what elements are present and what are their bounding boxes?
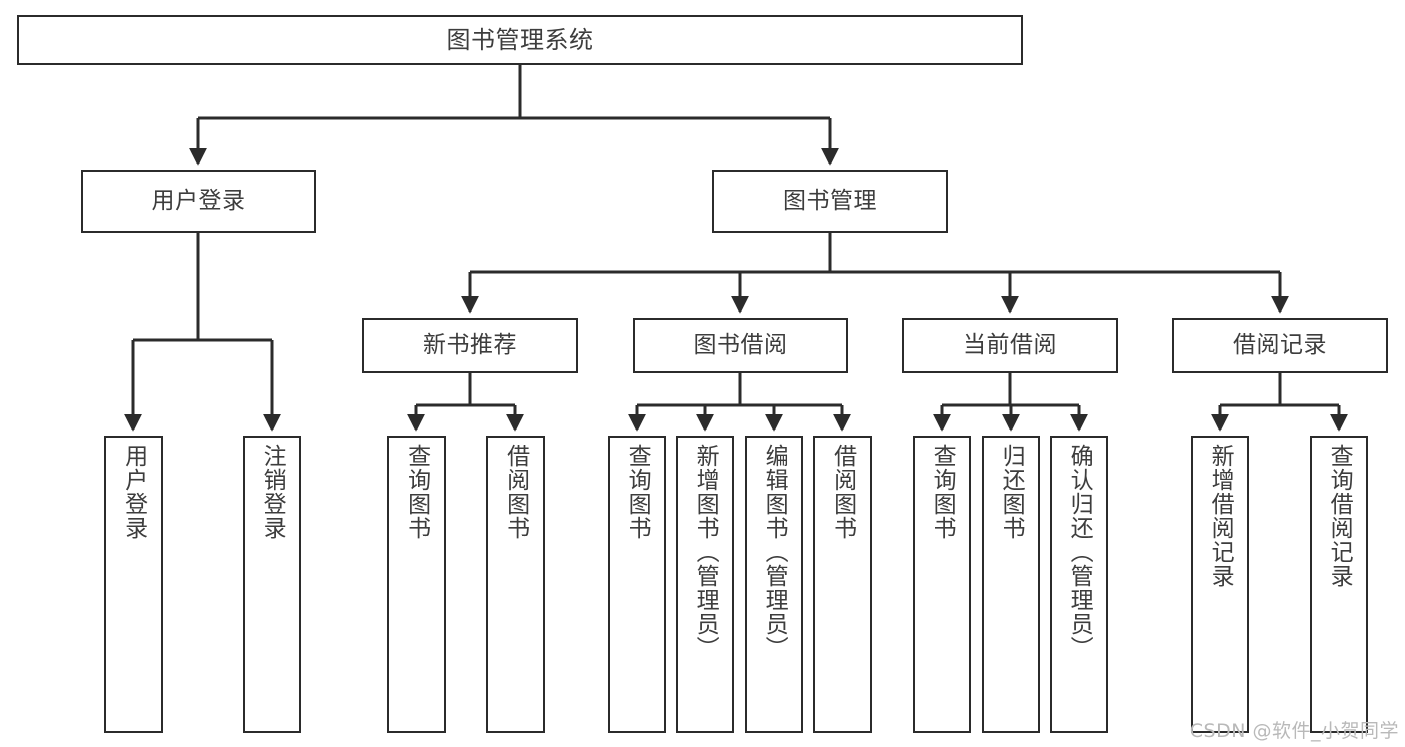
node-leaf-query-book-borrow-label: 查询图书 — [624, 444, 651, 540]
node-leaf-edit-book-admin-label: 编辑图书（管理员） — [761, 444, 788, 660]
watermark-text: CSDN @软件_小贺同学 — [1189, 720, 1399, 742]
node-leaf-user-login[interactable]: 用户登录 — [104, 436, 163, 733]
node-root[interactable]: 图书管理系统 — [17, 15, 1023, 65]
node-leaf-query-book-rec[interactable]: 查询图书 — [387, 436, 446, 733]
node-leaf-add-borrow-record-label: 新增借阅记录 — [1207, 444, 1234, 588]
node-leaf-user-logout[interactable]: 注销登录 — [243, 436, 301, 733]
node-borrow-record[interactable]: 借阅记录 — [1172, 318, 1388, 373]
node-leaf-query-borrow-record[interactable]: 查询借阅记录 — [1310, 436, 1368, 733]
node-book-borrow[interactable]: 图书借阅 — [633, 318, 848, 373]
node-leaf-return-book[interactable]: 归还图书 — [982, 436, 1040, 733]
node-leaf-borrow-book-rec-label: 借阅图书 — [502, 444, 529, 540]
node-leaf-edit-book-admin[interactable]: 编辑图书（管理员） — [745, 436, 803, 733]
node-leaf-user-login-label: 用户登录 — [120, 444, 147, 540]
node-book-manage[interactable]: 图书管理 — [712, 170, 948, 233]
node-leaf-query-book-current-label: 查询图书 — [929, 444, 956, 540]
node-leaf-query-borrow-record-label: 查询借阅记录 — [1326, 444, 1353, 588]
node-leaf-borrow-book-rec[interactable]: 借阅图书 — [486, 436, 545, 733]
node-leaf-query-book-rec-label: 查询图书 — [403, 444, 430, 540]
node-book-borrow-label: 图书借阅 — [693, 331, 788, 358]
node-user-login[interactable]: 用户登录 — [81, 170, 316, 233]
node-leaf-user-logout-label: 注销登录 — [259, 444, 286, 540]
node-borrow-record-label: 借阅记录 — [1233, 331, 1327, 358]
node-leaf-borrow-book-label: 借阅图书 — [829, 444, 856, 540]
node-book-manage-label: 图书管理 — [783, 187, 877, 214]
node-leaf-confirm-return-admin-label: 确认归还（管理员） — [1066, 444, 1093, 660]
node-new-book-recommend-label: 新书推荐 — [423, 331, 517, 358]
node-leaf-borrow-book[interactable]: 借阅图书 — [813, 436, 872, 733]
node-user-login-label: 用户登录 — [151, 187, 246, 214]
node-leaf-add-book-admin-label: 新增图书（管理员） — [692, 444, 719, 660]
node-leaf-query-book-borrow[interactable]: 查询图书 — [608, 436, 666, 733]
node-current-borrow[interactable]: 当前借阅 — [902, 318, 1118, 373]
node-leaf-return-book-label: 归还图书 — [998, 444, 1025, 540]
node-root-label: 图书管理系统 — [446, 25, 594, 54]
node-leaf-add-book-admin[interactable]: 新增图书（管理员） — [676, 436, 734, 733]
node-current-borrow-label: 当前借阅 — [963, 331, 1057, 358]
node-leaf-query-book-current[interactable]: 查询图书 — [913, 436, 971, 733]
node-leaf-confirm-return-admin[interactable]: 确认归还（管理员） — [1050, 436, 1108, 733]
node-leaf-add-borrow-record[interactable]: 新增借阅记录 — [1191, 436, 1249, 733]
node-new-book-recommend[interactable]: 新书推荐 — [362, 318, 578, 373]
